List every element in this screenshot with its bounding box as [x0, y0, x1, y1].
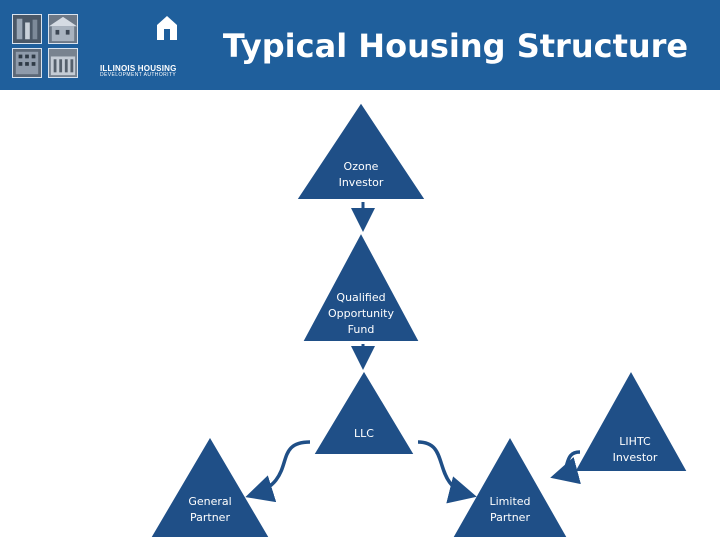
llc-triangle [311, 368, 417, 456]
node-label-line: LIHTC [619, 435, 651, 448]
node-label-line: General [188, 495, 232, 508]
building-photo-2 [48, 14, 78, 44]
limited-partner-triangle [450, 433, 570, 539]
qof-triangle [300, 229, 422, 343]
node-label-line: Investor [338, 176, 384, 189]
building-photo-3 [12, 48, 42, 78]
node-label-line: Ozone [343, 160, 379, 173]
structure-diagram [148, 100, 690, 539]
lihtc-investor-triangle [572, 367, 690, 473]
general-partner-triangle [148, 434, 272, 539]
node-label-line: Fund [347, 323, 375, 336]
house-logo-icon [157, 16, 177, 40]
lihtc-investor-label: LIHTC Investor [580, 434, 690, 466]
ihda-logo: ILLINOIS HOUSING DEVELOPMENT AUTHORITY [12, 14, 178, 78]
logo-name: ILLINOIS HOUSING [100, 64, 177, 73]
arrow-llc-to-general-partner [245, 440, 311, 503]
building-photo-4 [48, 48, 78, 78]
node-label-line: Investor [612, 451, 658, 464]
page-title: Typical Housing Structure [222, 27, 689, 65]
node-label-line: Opportunity [327, 307, 394, 320]
ozone-investor-triangle [294, 100, 428, 201]
node-label-line: Qualified [336, 291, 386, 304]
arrow-llc-to-limited-partner [417, 440, 477, 504]
arrow-lihtc-to-limited-partner [550, 450, 581, 485]
logo-subname: DEVELOPMENT AUTHORITY [100, 72, 177, 78]
node-label-line: LLC [354, 427, 374, 440]
header-bar: ILLINOIS HOUSING DEVELOPMENT AUTHORITY T… [0, 0, 720, 90]
node-label-line: Partner [490, 511, 530, 524]
node-label-line: Partner [190, 511, 230, 524]
node-label-line: Limited [489, 495, 531, 508]
building-photo-1 [12, 14, 42, 44]
llc-label: LLC [309, 426, 419, 442]
